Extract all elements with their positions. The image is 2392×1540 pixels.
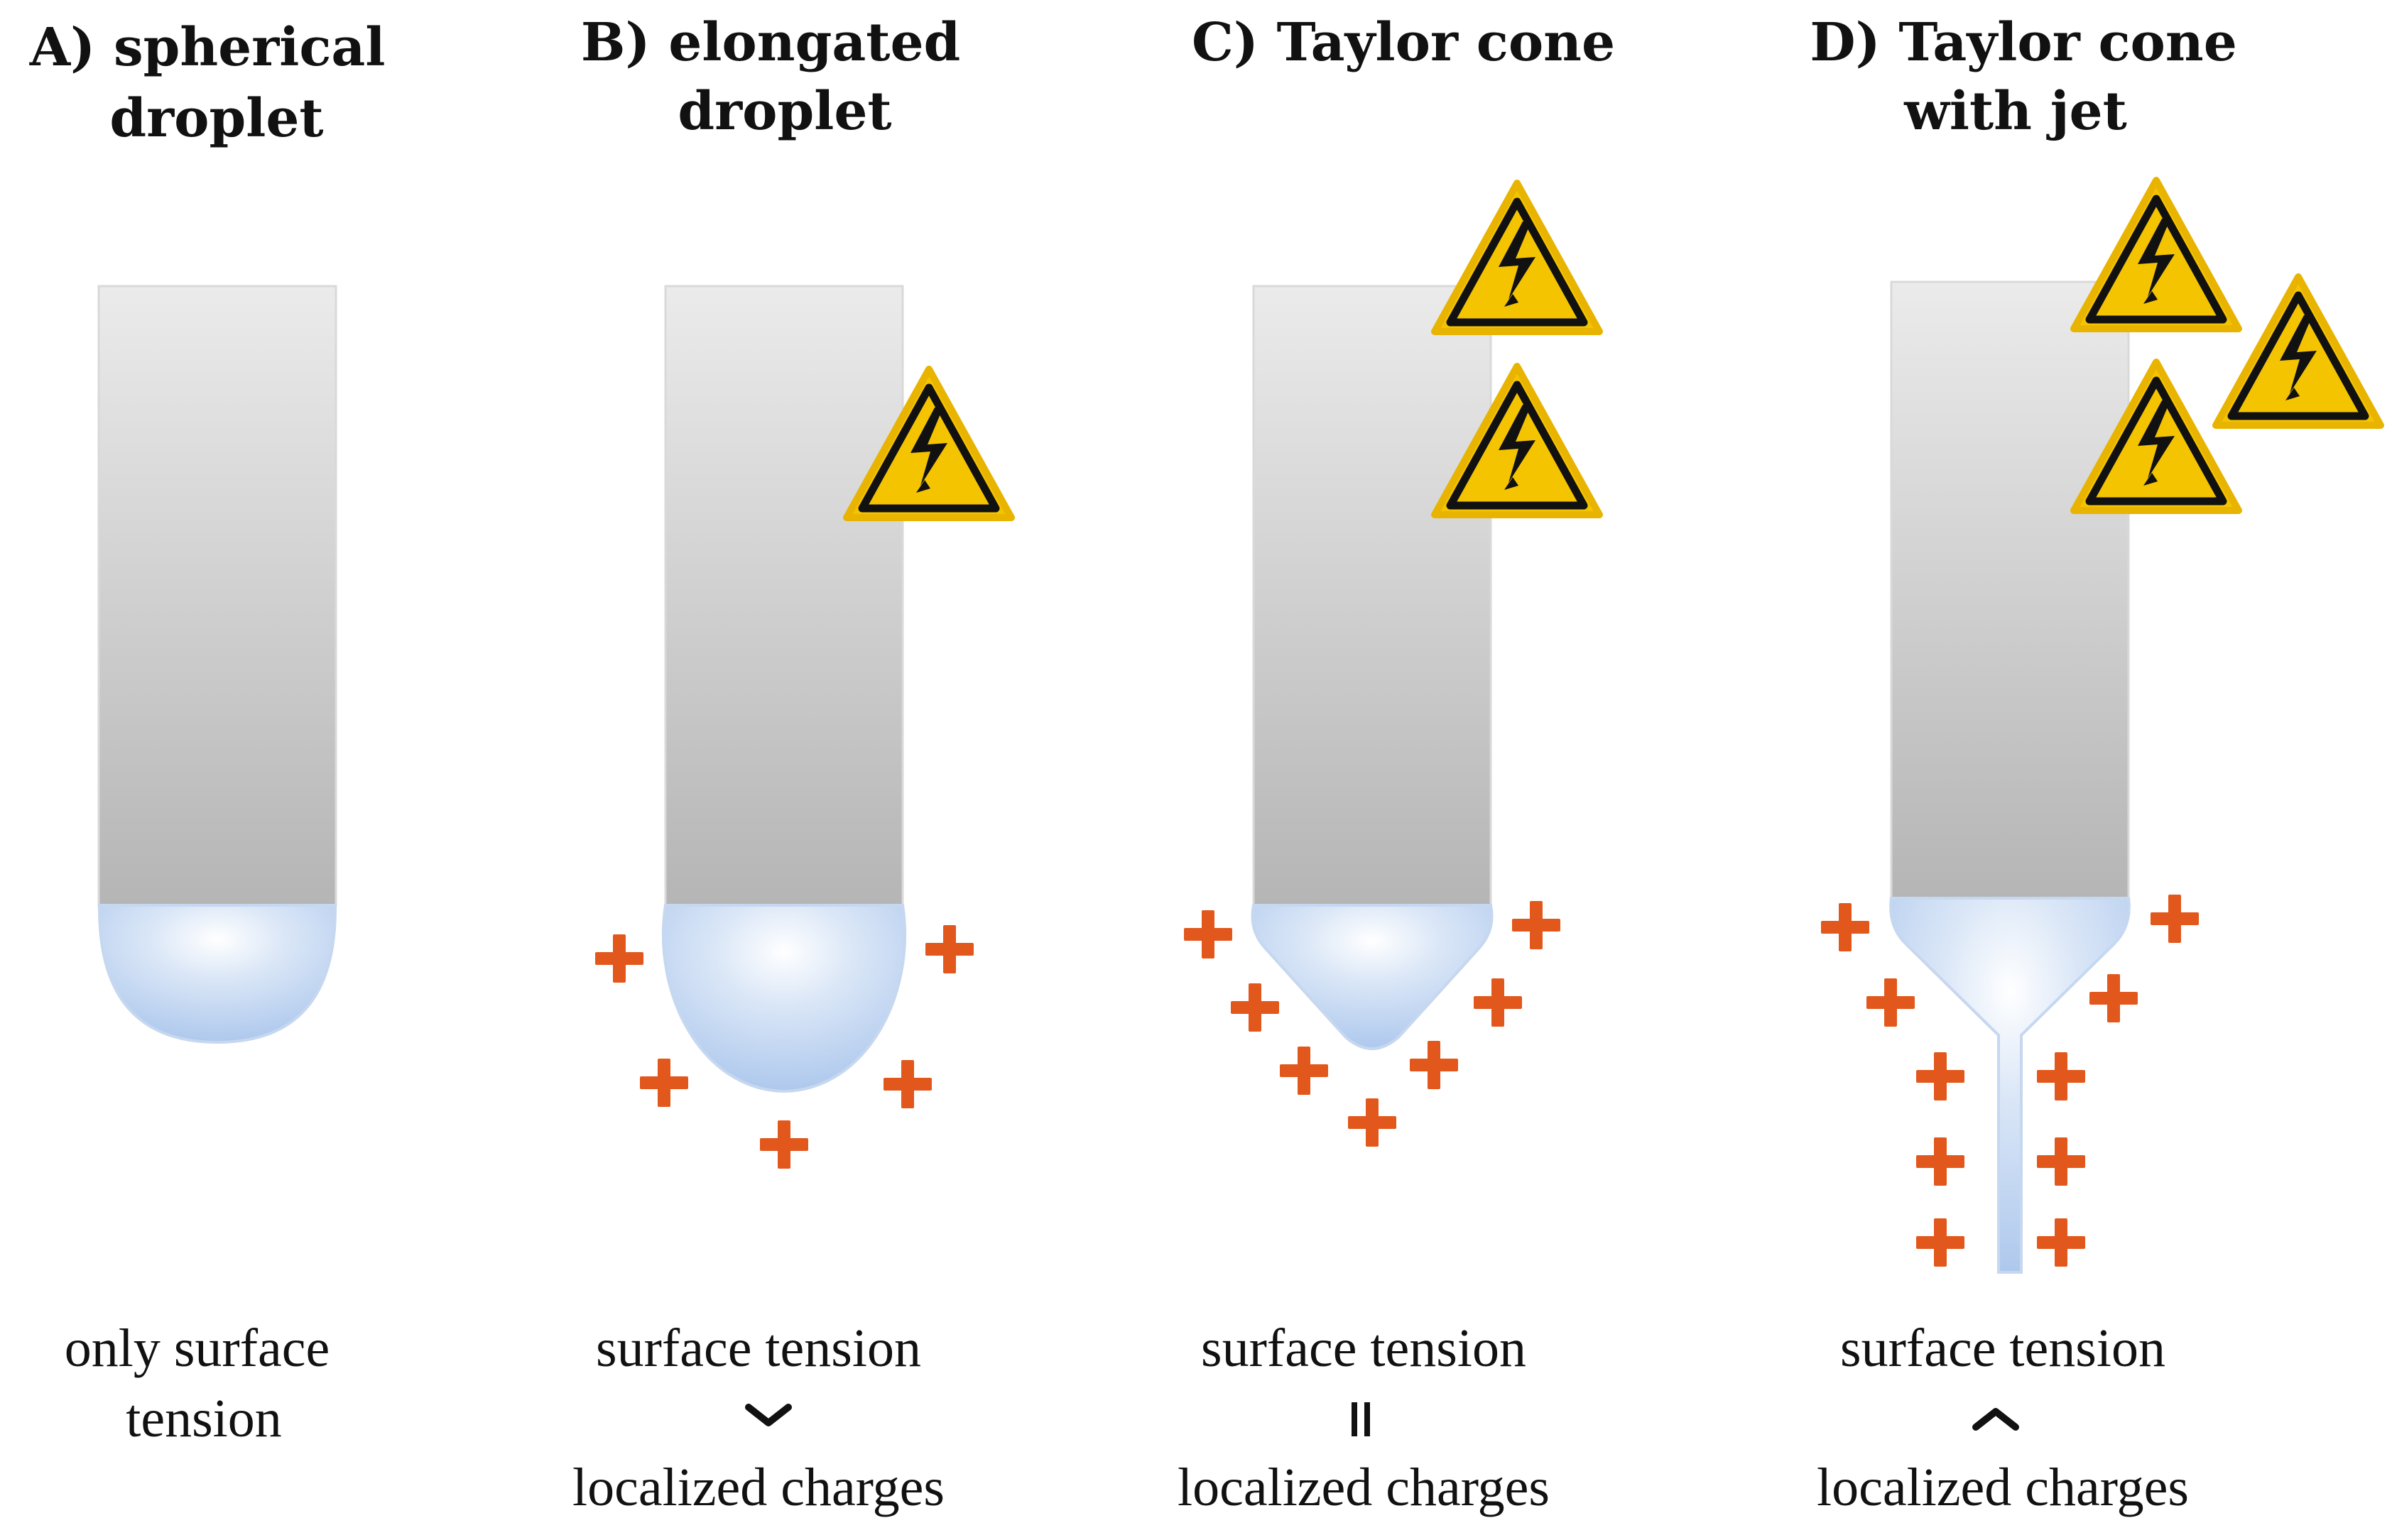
panel-c-charge-plus-icon bbox=[1474, 978, 1522, 1027]
panel-c: C) Taylor cone surface tension localized… bbox=[1178, 12, 1615, 1517]
panel-d-relation-symbol bbox=[1972, 1408, 2019, 1431]
panel-c-charge-plus-icon bbox=[1348, 1098, 1396, 1147]
svg-text:C) Taylor cone: C) Taylor cone bbox=[1192, 12, 1615, 73]
panel-c-relation-symbol bbox=[1352, 1402, 1370, 1436]
panel-b-title-line-2: droplet bbox=[678, 81, 891, 142]
panel-b-charge-plus-icon bbox=[760, 1120, 808, 1169]
panel-d-title-line-2: with jet bbox=[1903, 81, 2127, 142]
panel-d: D) Taylor cone with jet surface tension … bbox=[1810, 12, 2381, 1517]
panel-a-title-line-1: A) spherical bbox=[29, 17, 386, 78]
panel-c-charge-plus-icon bbox=[1184, 910, 1232, 959]
panel-c-caption-line-1: surface tension bbox=[1201, 1318, 1526, 1378]
panel-d-needle bbox=[1890, 280, 2130, 900]
panel-d-charge-plus-icon bbox=[2151, 895, 2199, 943]
panel-b: B) elongated droplet surface tension loc… bbox=[572, 12, 1011, 1517]
panel-a: A) spherical droplet only surface tensio… bbox=[29, 17, 403, 1448]
panel-b-caption-line-2: localized charges bbox=[572, 1458, 945, 1517]
panel-b-needle bbox=[664, 285, 904, 907]
panel-b-title-line-1: B) elongated bbox=[581, 12, 960, 73]
panel-d-charge-plus-icon bbox=[2037, 1137, 2085, 1186]
svg-text:A) spherical droplet: A) spherical droplet bbox=[29, 17, 403, 149]
panel-d-charge-plus-icon bbox=[1821, 903, 1869, 951]
panel-c-needle bbox=[1252, 285, 1492, 907]
panel-a-droplet bbox=[97, 904, 337, 1044]
panel-c-high-voltage-warning-icon bbox=[1435, 183, 1599, 332]
panel-d-high-voltage-warning-icon bbox=[2216, 277, 2381, 425]
panel-b-charge-plus-icon bbox=[595, 934, 643, 983]
panel-d-charge-plus-icon bbox=[1916, 1052, 1964, 1101]
panel-a-caption-line-2: tension bbox=[126, 1389, 282, 1448]
panel-d-charge-plus-icon bbox=[2037, 1218, 2085, 1267]
panel-c-taylor-cone bbox=[1251, 904, 1494, 1050]
panel-d-caption-line-1: surface tension bbox=[1840, 1318, 2165, 1378]
panel-b-charge-plus-icon bbox=[925, 925, 974, 973]
panel-d-charge-plus-icon bbox=[1916, 1218, 1964, 1267]
panel-c-caption-line-2: localized charges bbox=[1178, 1458, 1550, 1517]
panel-b-droplet bbox=[661, 904, 907, 1093]
panel-a-needle bbox=[97, 285, 337, 907]
panel-d-charge-plus-icon bbox=[2089, 974, 2138, 1022]
panel-b-relation-symbol bbox=[745, 1404, 792, 1426]
panel-d-title-line-1: D) Taylor cone bbox=[1810, 12, 2236, 73]
panel-a-caption-line-1: only surface bbox=[65, 1318, 330, 1378]
panel-c-charge-plus-icon bbox=[1280, 1047, 1328, 1095]
panel-d-charge-plus-icon bbox=[1916, 1137, 1964, 1186]
panel-d-caption-line-2: localized charges bbox=[1817, 1458, 2189, 1517]
panel-d-charge-plus-icon bbox=[1866, 978, 1915, 1027]
panel-c-charge-plus-icon bbox=[1231, 983, 1279, 1032]
panel-d-high-voltage-warning-icon bbox=[2074, 180, 2239, 329]
panel-b-charge-plus-icon bbox=[640, 1059, 688, 1107]
panel-d-charge-plus-icon bbox=[2037, 1052, 2085, 1101]
svg-text:only surface tension: only surface tension bbox=[65, 1318, 344, 1448]
panel-c-title-line-1: C) Taylor cone bbox=[1192, 12, 1615, 73]
panel-b-charge-plus-icon bbox=[884, 1060, 932, 1108]
panel-a-title-line-2: droplet bbox=[109, 88, 323, 149]
panel-b-caption-line-1: surface tension bbox=[596, 1318, 921, 1378]
panel-c-charge-plus-icon bbox=[1512, 901, 1560, 949]
svg-text:D) Taylor cone with jet: D) Taylor cone with jet bbox=[1810, 12, 2255, 142]
svg-text:B) elongated droplet: B) elongated droplet bbox=[581, 12, 979, 142]
panel-d-taylor-cone-with-jet bbox=[1889, 897, 2131, 1274]
panel-c-charge-plus-icon bbox=[1410, 1041, 1458, 1089]
